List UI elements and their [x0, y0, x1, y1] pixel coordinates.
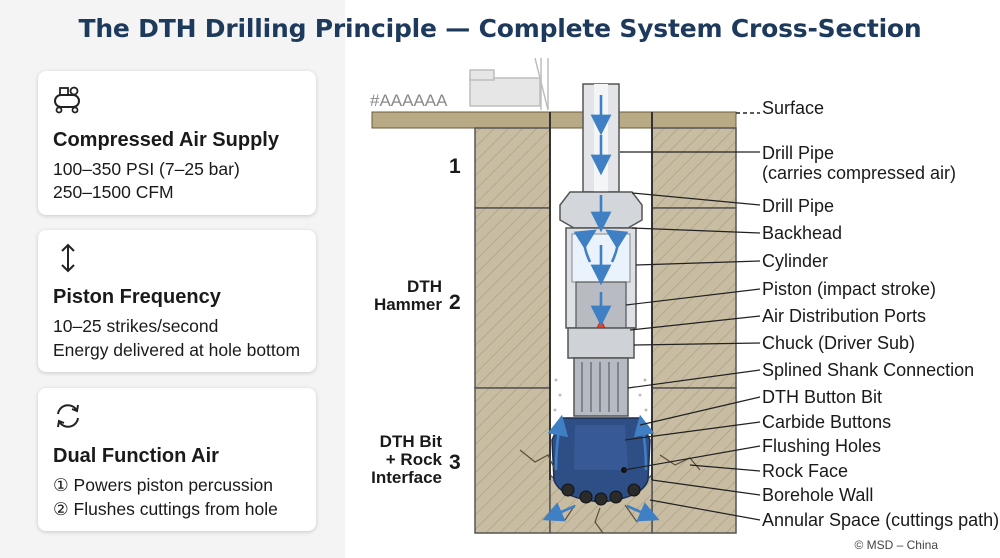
chuck: [567, 327, 635, 359]
label-splined-shank: Splined Shank Connection: [762, 360, 975, 380]
cycle-arrows-icon: [57, 404, 79, 428]
rock-cracks: [519, 449, 701, 534]
label-borehole-wall: Borehole Wall: [762, 485, 874, 505]
dual-function-air-card: Dual Function Air ① Powers piston percus…: [38, 388, 316, 531]
card-title: Compressed Air Supply: [53, 129, 279, 151]
card-line: ① Powers piston percussion: [53, 475, 273, 495]
carbide-buttons: [561, 483, 641, 506]
section-3-number: 3: [449, 451, 461, 474]
label-chuck: Chuck (Driver Sub): [762, 333, 916, 353]
up-down-arrow-icon: [61, 243, 75, 273]
label-air-ports: Air Distribution Ports: [762, 306, 927, 326]
drill-rig: [469, 57, 549, 111]
splined-shank: [573, 357, 629, 417]
label-rock-face: Rock Face: [762, 461, 849, 481]
label-drill-pipe: Drill Pipe: [762, 196, 835, 216]
credit-text: © MSD – China: [854, 538, 938, 552]
card-line: Energy delivered at hole bottom: [53, 340, 301, 360]
section-1-number: 1: [449, 155, 461, 178]
page-title: The DTH Drilling Principle — Complete Sy…: [78, 14, 922, 43]
card-line: 100–350 PSI (7–25 bar): [53, 159, 240, 179]
piston-frequency-card: Piston Frequency 10–25 strikes/second En…: [38, 230, 316, 372]
leader-lines: [620, 151, 761, 521]
ground-surface: [371, 111, 737, 129]
label-flushing-holes: Flushing Holes: [762, 436, 882, 456]
placeholder-text: #AAAAAA: [370, 91, 448, 110]
card-title: Dual Function Air: [53, 445, 219, 467]
card-line: 250–1500 CFM: [53, 182, 174, 202]
section-3-name: DTH Bit + Rock Interface: [371, 432, 442, 487]
label-annular-space: Annular Space (cuttings path): [762, 510, 1000, 530]
air-compressor-icon: [54, 86, 80, 114]
label-drill-pipe-air: Drill Pipe (carries compressed air): [762, 143, 957, 183]
label-cylinder: Cylinder: [762, 251, 829, 271]
label-backhead: Backhead: [762, 223, 843, 243]
card-line: 10–25 strikes/second: [53, 316, 219, 336]
air-flow-arrows: [542, 95, 660, 522]
card-title: Piston Frequency: [53, 286, 221, 308]
label-surface: Surface: [762, 98, 825, 118]
label-piston: Piston (impact stroke): [762, 279, 937, 299]
card-line: ② Flushes cuttings from hole: [53, 499, 278, 519]
compressed-air-card: Compressed Air Supply 100–350 PSI (7–25 …: [38, 71, 316, 215]
label-button-bit: DTH Button Bit: [762, 387, 883, 407]
label-carbide-buttons: Carbide Buttons: [762, 412, 892, 432]
section-2-name: DTH Hammer: [373, 277, 442, 314]
section-2-number: 2: [449, 291, 461, 314]
